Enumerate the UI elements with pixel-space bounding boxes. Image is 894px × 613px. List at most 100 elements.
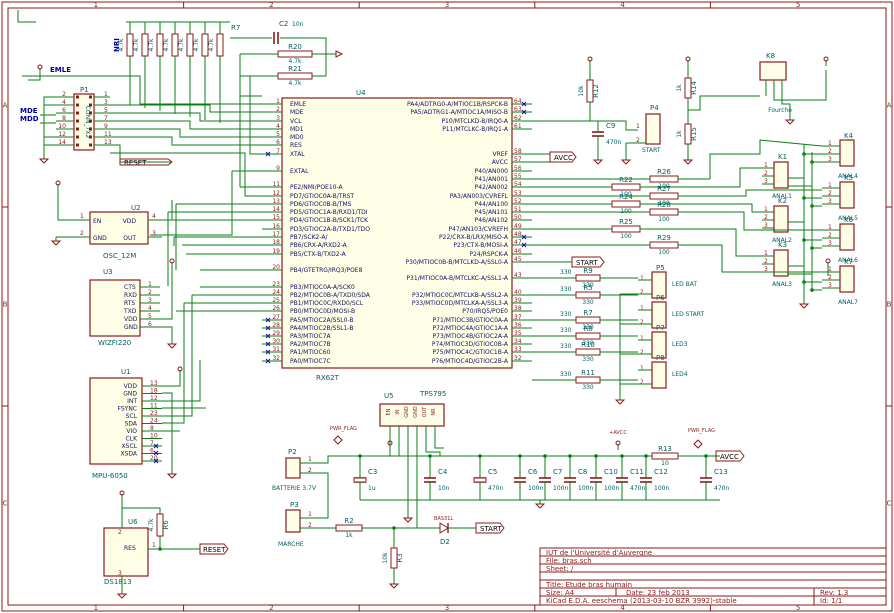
- cap-ref: C9: [606, 122, 615, 130]
- u4-pin-num: 7: [276, 148, 280, 155]
- power-symbol: [55, 180, 61, 186]
- frame-row-label: B: [887, 301, 892, 309]
- title-block-size: Size: A4: [546, 589, 575, 597]
- u4-pin-num: 50: [514, 214, 522, 221]
- p1-pin-num: 14: [58, 139, 66, 146]
- pwr-flag-label: PWR_FLAG: [330, 426, 357, 432]
- no-connect: [521, 242, 527, 248]
- u3-pin-label: CTS: [124, 284, 136, 291]
- u4-pin-label: EMLE: [290, 101, 306, 108]
- start-label-box: [475, 522, 505, 534]
- wire: [781, 92, 791, 116]
- u5-ref: U5: [384, 392, 394, 400]
- ground-symbol: [592, 159, 604, 165]
- pin-num: 3: [828, 156, 832, 163]
- resistor-value: 4.7k: [163, 38, 170, 52]
- u1-pin-num: 7: [150, 440, 154, 447]
- resistor-ref: R14: [690, 81, 698, 95]
- net-mde: MDE: [20, 107, 38, 115]
- wire: [110, 152, 262, 197]
- led-conn-body: [651, 271, 667, 299]
- frame-col-label: 5: [796, 1, 800, 9]
- wire: [162, 295, 193, 417]
- net-start: START: [576, 259, 598, 267]
- junction-dot: [518, 454, 522, 458]
- u1-pin-label: CLK: [126, 436, 139, 443]
- power-symbol: [587, 56, 593, 62]
- led-conn-body: [651, 331, 667, 359]
- p1-pin-num: 1: [104, 91, 108, 98]
- u1-pin-num: 12: [150, 395, 158, 402]
- wire: [280, 37, 327, 54]
- u4-pin-num: 29: [272, 330, 280, 337]
- wire: [249, 76, 262, 155]
- u4-pin-num: 4: [276, 123, 280, 130]
- cap-ref: C12: [654, 468, 668, 476]
- cap-value: 100n: [604, 485, 619, 492]
- pin-num: 1: [308, 511, 312, 518]
- u4-pin-label: P72/MTIOC4A/GTIOC1A-A: [433, 325, 509, 332]
- servo-k-value: ANAL2: [772, 237, 792, 244]
- wire: [425, 440, 441, 456]
- u1-pin-num: 23: [150, 410, 158, 417]
- u4-pin-label: PA4/ADTRG0-A/MTIOC1B/RSPCK-B: [407, 101, 508, 108]
- p1-pin-num: 6: [62, 107, 66, 114]
- junction-dot: [620, 454, 624, 458]
- servo-k-body: [773, 205, 789, 233]
- u2-value: OSC_12M: [103, 252, 136, 260]
- u1-pin-label: VIO: [126, 428, 137, 435]
- resistor-body: [575, 274, 601, 282]
- p1-pin-pad: [89, 111, 92, 115]
- resistor-ref: R13: [658, 445, 672, 453]
- pin-num: 3: [828, 240, 832, 247]
- p1-pin-num: 5: [104, 107, 108, 114]
- u4-pin-num: 15: [272, 214, 280, 221]
- servo-k-body: [773, 161, 789, 189]
- no-connect: [153, 443, 159, 449]
- no-connect: [265, 358, 271, 364]
- ground-symbol: [784, 119, 796, 125]
- resistor-value: 4.7k: [118, 38, 125, 52]
- u3-pin-label: RTS: [124, 300, 135, 307]
- u1-value: MPU-6050: [92, 472, 128, 480]
- u4-pin-num: 38: [514, 305, 522, 312]
- resistor-value: 4.7k: [178, 38, 185, 52]
- junction-dot: [802, 238, 806, 242]
- u4-pin-num: 26: [272, 305, 280, 312]
- wire: [590, 120, 638, 131]
- resistor-value: 330: [582, 384, 594, 391]
- no-connect: [153, 458, 159, 464]
- wire: [150, 171, 233, 236]
- junction-dot: [568, 454, 572, 458]
- pin-num: 1: [764, 206, 768, 213]
- resistor-body: [649, 192, 679, 200]
- cap-polar: [473, 477, 487, 483]
- pin-num: 2: [308, 467, 312, 474]
- u4-pin-label: PD7/GTIOC0A-B/TRST: [290, 193, 354, 200]
- resistor-ref: R2: [344, 517, 353, 525]
- servo-k-value: ANAL3: [772, 281, 792, 288]
- u6-ref: U6: [128, 518, 138, 526]
- servo-conn-value: ANAL4: [838, 173, 858, 180]
- cap-value: 470n: [488, 485, 503, 492]
- u4-pin-num: 40: [514, 289, 522, 296]
- u4-pin-label: PB5/CTX-B/TXD2-A: [290, 251, 347, 258]
- frame-col-label: 4: [620, 1, 625, 9]
- u4-pin-num: 62: [514, 115, 522, 122]
- cap-polar: [353, 477, 367, 483]
- u4-pin-label: P41/AN001: [475, 176, 509, 183]
- resistor-body: [649, 208, 679, 216]
- u3-pin-num: 5: [148, 313, 152, 320]
- resistor-value: 4.7k: [148, 38, 155, 52]
- k8-ref: K8: [766, 52, 775, 60]
- wire: [300, 500, 329, 519]
- u4-pin-label: PB7/SCK2-A/: [290, 234, 328, 241]
- resistor-body: [575, 348, 601, 356]
- wire: [110, 136, 262, 146]
- servo-conn-body: [839, 139, 855, 167]
- no-connect: [521, 101, 527, 107]
- u1-pin-label: INT: [127, 398, 137, 405]
- pin-num: 2: [828, 148, 832, 155]
- cap-value: 100n: [528, 485, 543, 492]
- u4-pin-label: PA3/AN003/CVREFL: [450, 193, 509, 200]
